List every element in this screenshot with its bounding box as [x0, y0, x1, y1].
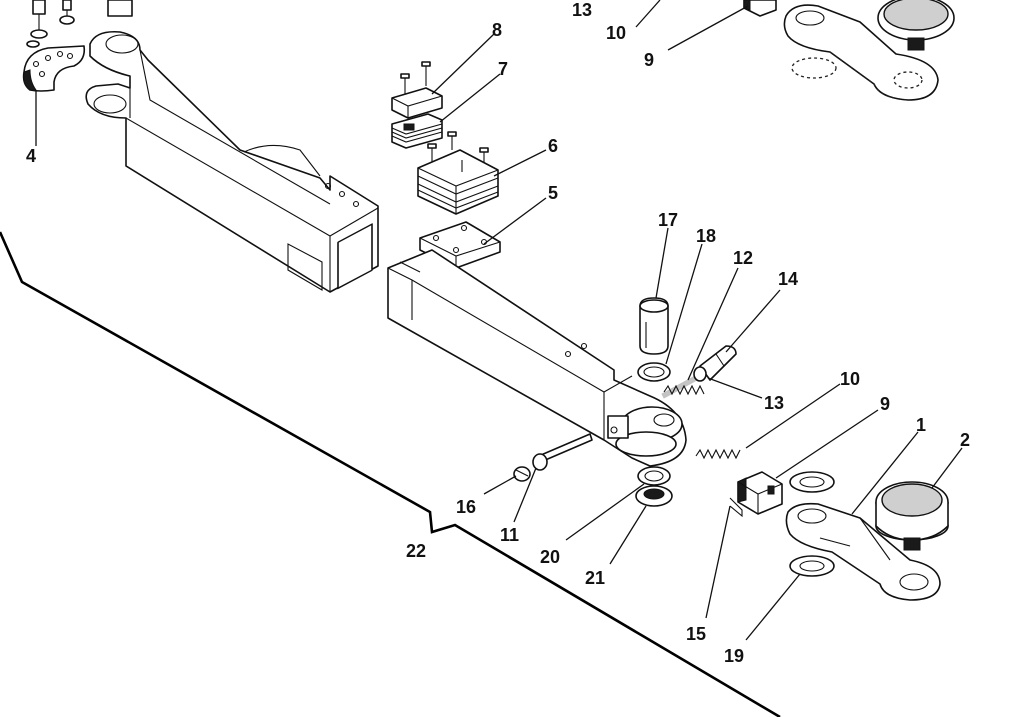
label-21: 21 [585, 568, 605, 588]
upper-arm-assembly [85, 30, 379, 293]
label-5: 5 [548, 183, 558, 203]
part-labels: 13 10 9 8 7 4 6 5 17 18 12 14 13 10 9 1 … [26, 0, 970, 666]
label-18: 18 [696, 226, 716, 246]
washer-upper [789, 471, 835, 493]
label-8: 8 [492, 20, 502, 40]
label-2: 2 [960, 430, 970, 450]
part-19-washer-inner [799, 560, 825, 572]
label-11: 11 [500, 525, 519, 545]
part-1-lever-arm [785, 502, 941, 601]
part-10-spring [695, 448, 741, 460]
label-20: 20 [540, 547, 560, 567]
label-17: 17 [658, 210, 678, 230]
label-12: 12 [733, 248, 753, 268]
part-17-pin [639, 297, 669, 355]
label-15: 15 [686, 624, 706, 644]
part-6-layered-block [417, 131, 499, 215]
label-7: 7 [498, 59, 508, 79]
label-19: 19 [724, 646, 744, 666]
label-9-top: 9 [644, 50, 654, 70]
part-20-washer [637, 466, 671, 486]
label-1: 1 [916, 415, 926, 435]
top-left-hardware [26, 0, 133, 48]
part-18-ring-inner [643, 366, 665, 378]
part-14-cone [693, 345, 737, 382]
label-13-mid: 13 [764, 393, 784, 413]
label-22: 22 [406, 541, 426, 561]
label-9-mid: 9 [880, 394, 890, 414]
part-16-nut [513, 466, 531, 482]
label-4: 4 [26, 146, 36, 166]
part-18-ring [637, 362, 671, 382]
part-8-7-pad-stack [391, 61, 443, 149]
top-right-assembly [743, 0, 955, 101]
part-4-curved-plate [22, 45, 86, 92]
part-15-clip [729, 497, 743, 518]
label-13-top: 13 [572, 0, 592, 20]
label-6: 6 [548, 136, 558, 156]
washer-upper-inner [799, 476, 825, 488]
lower-arm-assembly [387, 249, 687, 467]
part-11-bolt [532, 433, 593, 471]
part-21-bushing-inner [643, 488, 665, 500]
label-10-top: 10 [606, 23, 626, 43]
part-20-washer-inner [644, 470, 664, 482]
label-16: 16 [456, 497, 476, 517]
leader-lines [35, 0, 963, 641]
part-2-round-pad [875, 481, 949, 551]
cut-line-boundary [0, 231, 781, 717]
part-9-latch [737, 471, 783, 515]
part-19-washer [789, 555, 835, 577]
label-14: 14 [778, 269, 798, 289]
label-10-mid: 10 [840, 369, 860, 389]
